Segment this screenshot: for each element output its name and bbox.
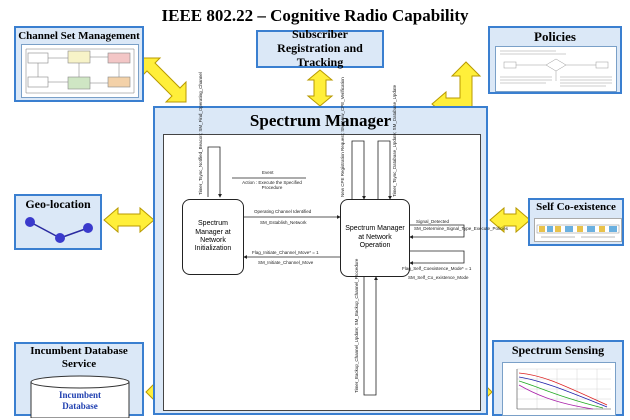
state-network-initialization-label: Spectrum Manager at Network Initializati…: [194, 220, 232, 253]
label-timer-right: Timer_Tsync_Database_Update; SM_Database…: [392, 84, 397, 197]
arrow-geo: [103, 206, 155, 234]
policies-box: Policies: [488, 26, 622, 94]
state-network-initialization: Spectrum Manager at Network Initializati…: [182, 199, 244, 275]
database-cylinder-icon: [30, 375, 130, 418]
legend-action: Action : Execute the Specified Procedure: [242, 180, 302, 191]
spectrum-manager-box: Spectrum Manager: [153, 72, 509, 415]
policies-label: Policies: [534, 29, 576, 44]
self-coexistence-box: Self Co-existence: [528, 198, 624, 246]
page-title: IEEE 802.22 – Cognitive Radio Capability: [161, 6, 469, 25]
incumbent-db-box: Incumbent Database Service Incumbent Dat…: [14, 342, 144, 418]
state-diagram-panel: Event Action : Execute the Specified Pro…: [163, 72, 509, 411]
spectrum-sensing-label: Spectrum Sensing: [511, 343, 605, 357]
policies-flowchart-thumbnail: [495, 46, 617, 92]
label-determine: SM_Determine_Signal_Type_Execute_Policie…: [414, 226, 509, 231]
state-network-operation-label: Spectrum Manager at Network Operation: [345, 225, 405, 250]
self-coexistence-frame-thumbnail: [534, 218, 622, 242]
incumbent-db-cylinder-label: Incumbent Database: [58, 390, 101, 412]
label-backup: Timer_Backup_Channel_Update; SM_Backup_C…: [354, 258, 359, 393]
state-network-operation: Spectrum Manager at Network Operation: [340, 199, 410, 277]
label-sm-move: SM_Initiate_Channel_Move: [258, 260, 314, 265]
label-sm-self: SM_Self_Co_existence_Mode: [408, 275, 469, 280]
state-transition-lines: [207, 140, 465, 396]
channel-set-label: Channel Set Management: [18, 30, 140, 42]
geolocation-box: Geo-location: [14, 194, 102, 250]
spectrum-sensing-box: Spectrum Sensing: [492, 340, 624, 416]
incumbent-db-label: Incumbent Database Service: [30, 345, 128, 370]
label-flag-self: Flag_Self_Coexistence_Mode* = 1: [402, 266, 472, 271]
channel-set-box: Channel Set Management: [14, 26, 144, 102]
channel-set-diagram-thumbnail: [21, 44, 139, 98]
geolocation-label: Geo-location: [25, 197, 91, 211]
arrow-channel-set: [139, 57, 187, 103]
spectrum-sensing-plot-thumbnail: [502, 362, 616, 416]
legend-event: Event: [262, 170, 274, 175]
subscriber-box: Subscriber Registration and Tracking: [256, 27, 384, 69]
label-flag-init: Flag_Initiate_Channel_Move* = 1: [252, 250, 319, 255]
subscriber-label: Subscriber Registration and Tracking: [277, 27, 363, 69]
label-establish: SM_Establish_Network: [260, 220, 307, 225]
geolocation-graph-icon: [25, 217, 93, 243]
arrow-subscriber: [306, 69, 334, 107]
self-coexistence-label: Self Co-existence: [536, 201, 616, 213]
label-op-channel: Operating Channel Identified: [254, 209, 312, 214]
label-signal: Signal_Detected: [416, 219, 450, 224]
spectrum-manager-title: Spectrum Manager: [249, 111, 392, 130]
label-timer-left: Timer_Tsync_Notified_Beacon; SM_Find_Ope…: [198, 72, 203, 195]
label-new-cpe: New CPE Registration Request; SM_New_CPE…: [340, 77, 345, 197]
